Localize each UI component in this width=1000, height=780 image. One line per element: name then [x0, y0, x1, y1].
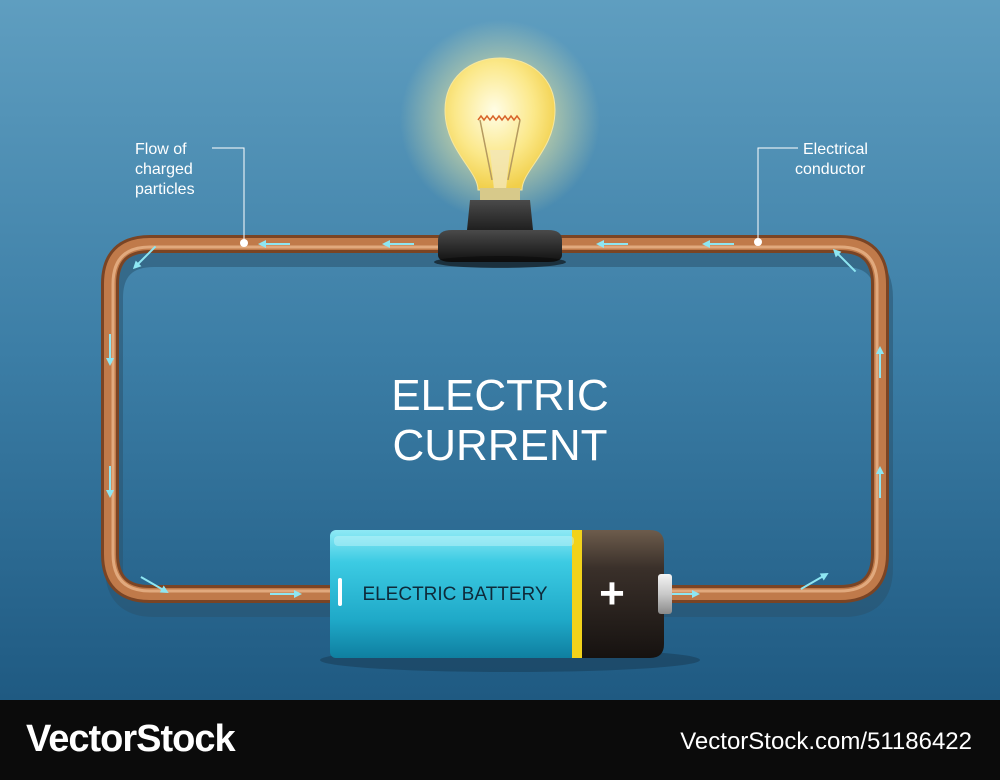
light-bulb-icon: [400, 20, 600, 268]
brand-logo: VectorStock: [26, 718, 236, 760]
bulb-socket: [438, 230, 562, 262]
image-id: VectorStock.com/51186422: [680, 728, 972, 755]
flow-arrow-icon: [596, 240, 628, 248]
flow-arrow-icon: [876, 466, 884, 498]
flow-arrow-icon: [702, 240, 734, 248]
bulb-filament: [477, 114, 521, 122]
flow-arrow-icon: [106, 334, 114, 366]
callout-flow-of-charged-particles: Flow of charged particles: [135, 141, 248, 247]
title-line-1: ELECTRIC: [391, 371, 609, 420]
callout-electrical-conductor: Electrical conductor: [754, 141, 868, 246]
callout-left-dot: [240, 239, 248, 247]
flow-arrow-icon: [270, 590, 302, 598]
battery-cap: [582, 530, 664, 658]
battery-terminal: [658, 574, 672, 614]
electric-current-diagram: ELECTRIC BATTERY + ELECTRIC CURRENT Flow…: [0, 0, 1000, 700]
battery-band: [572, 530, 584, 658]
title-line-2: CURRENT: [392, 421, 607, 470]
flow-arrow-icon: [140, 576, 169, 593]
flow-arrow-icon: [382, 240, 414, 248]
flow-arrow-icon: [106, 466, 114, 498]
socket-shadow: [434, 256, 566, 268]
filament-support-left: [479, 119, 493, 181]
battery-negative-mark: [338, 578, 342, 606]
flow-arrow-icon: [668, 590, 700, 598]
flow-arrow-icon: [258, 240, 290, 248]
battery-highlight: [334, 536, 574, 546]
callout-left-leader: [212, 147, 245, 242]
flow-arrows: [106, 240, 884, 598]
battery-body: [330, 530, 580, 658]
callout-right-line-2: conductor: [795, 161, 866, 178]
callout-left-line-2: charged: [135, 161, 193, 178]
bulb-neck: [480, 188, 520, 200]
bulb-stem: [490, 150, 510, 190]
callout-right-leader: [757, 147, 798, 240]
battery-plus-sign: +: [599, 569, 625, 618]
callout-right-dot: [754, 238, 762, 246]
flow-arrow-icon: [876, 346, 884, 378]
footer-bar: VectorStock VectorStock.com/51186422: [0, 700, 1000, 780]
battery-icon: [320, 530, 700, 672]
bulb-glass: [444, 57, 556, 191]
battery-label: ELECTRIC BATTERY: [362, 584, 547, 605]
callout-left-line-3: particles: [135, 181, 195, 198]
flow-arrow-icon: [800, 573, 829, 590]
callout-left-line-1: Flow of: [135, 141, 187, 158]
callout-right-line-1: Electrical: [803, 141, 868, 158]
filament-support-right: [507, 119, 521, 181]
